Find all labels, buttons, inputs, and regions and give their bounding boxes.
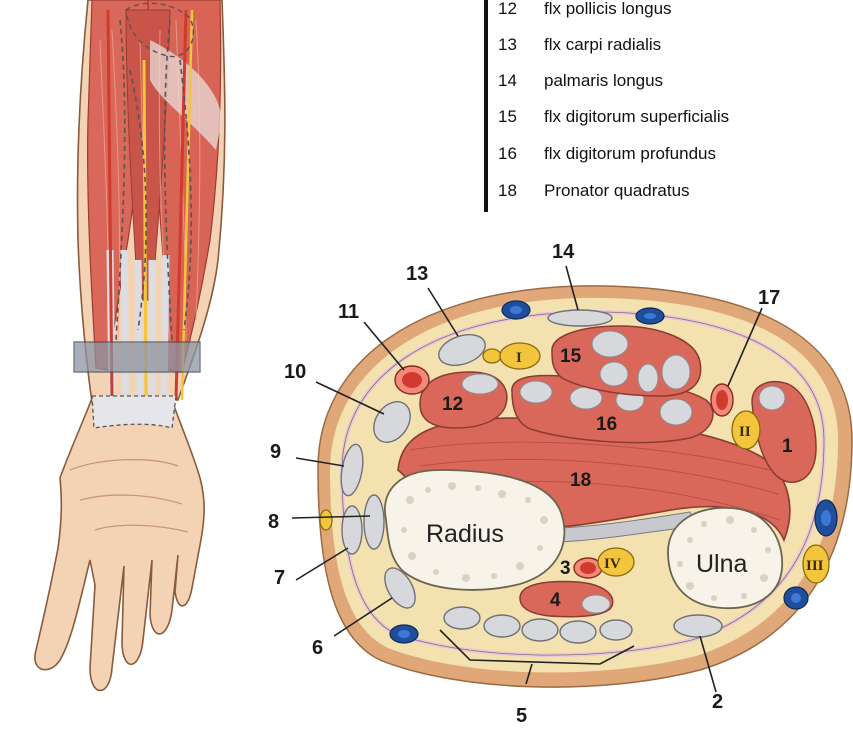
callout-13: 13: [406, 263, 428, 285]
legend-number: 14: [498, 71, 544, 91]
tendon-5e: [600, 620, 632, 640]
forearm-illustration: [35, 0, 225, 691]
tendon-2: [674, 615, 722, 637]
callout-18: 18: [570, 470, 591, 491]
legend-number: 15: [498, 107, 544, 127]
callout-4: 4: [550, 590, 561, 611]
nerve-label-II: II: [739, 424, 751, 440]
nerve-label-III: III: [806, 558, 824, 574]
callout-15: 15: [560, 346, 582, 367]
radius-label: Radius: [426, 520, 504, 548]
callout-3: 3: [560, 558, 571, 579]
legend-name: Pronator quadratus: [544, 181, 690, 201]
ulna-label: Ulna: [696, 550, 748, 578]
nerve-label-IV: IV: [604, 556, 621, 572]
tendon-14: [548, 310, 612, 326]
muscle-1-tendon: [759, 386, 785, 410]
callout-7: 7: [274, 567, 285, 589]
tendon-5c: [522, 619, 558, 641]
callout-5: 5: [516, 705, 527, 727]
callout-10: 10: [284, 361, 306, 383]
legend-row: 12 flx pollicis longus: [498, 0, 672, 24]
callout-14: 14: [552, 241, 575, 263]
muscle-4-tendon: [582, 595, 610, 613]
cross-section: 14 13 11 17 10 9 8 7 6 5 2 15 12 16 18 1…: [268, 241, 852, 727]
callout-6: 6: [312, 637, 323, 659]
legend: 12 flx pollicis longus 13 flx carpi radi…: [484, 0, 788, 212]
section-plane: [74, 342, 200, 372]
legend-row: 18 Pronator quadratus: [498, 176, 690, 206]
pronator-quadratus-region: [92, 396, 176, 428]
legend-row: 15 flx digitorum superficialis: [498, 102, 729, 132]
legend-number: 12: [498, 0, 544, 19]
legend-row: 14 palmaris longus: [498, 66, 663, 96]
legend-number: 16: [498, 144, 544, 164]
legend-row: 16 flx digitorum profundus: [498, 139, 716, 169]
callout-17: 17: [758, 287, 780, 309]
tendon-5a: [444, 607, 480, 629]
tendon-5b: [484, 615, 520, 637]
tendon-8a: [364, 495, 384, 549]
fpl-tendon: [462, 374, 498, 394]
callout-11: 11: [338, 301, 359, 323]
callout-8: 8: [268, 511, 279, 533]
tendon-8b: [342, 506, 362, 554]
callout-12: 12: [442, 394, 463, 415]
hand-shape: [35, 388, 204, 691]
legend-row: 13 flx carpi radialis: [498, 30, 661, 60]
tendon-5d: [560, 621, 596, 643]
callout-2: 2: [712, 691, 723, 713]
legend-name: flx digitorum profundus: [544, 144, 716, 164]
legend-name: palmaris longus: [544, 71, 663, 91]
nerve-I-small: [483, 349, 501, 363]
nerve-8-small: [320, 510, 332, 530]
callout-16: 16: [596, 414, 617, 435]
legend-name: flx pollicis longus: [544, 0, 672, 19]
legend-number: 13: [498, 35, 544, 55]
legend-name: flx carpi radialis: [544, 35, 661, 55]
legend-name: flx digitorum superficialis: [544, 107, 729, 127]
callout-9: 9: [270, 441, 281, 463]
nerve-label-I: I: [516, 350, 522, 366]
legend-number: 18: [498, 181, 544, 201]
callout-1: 1: [782, 436, 793, 457]
